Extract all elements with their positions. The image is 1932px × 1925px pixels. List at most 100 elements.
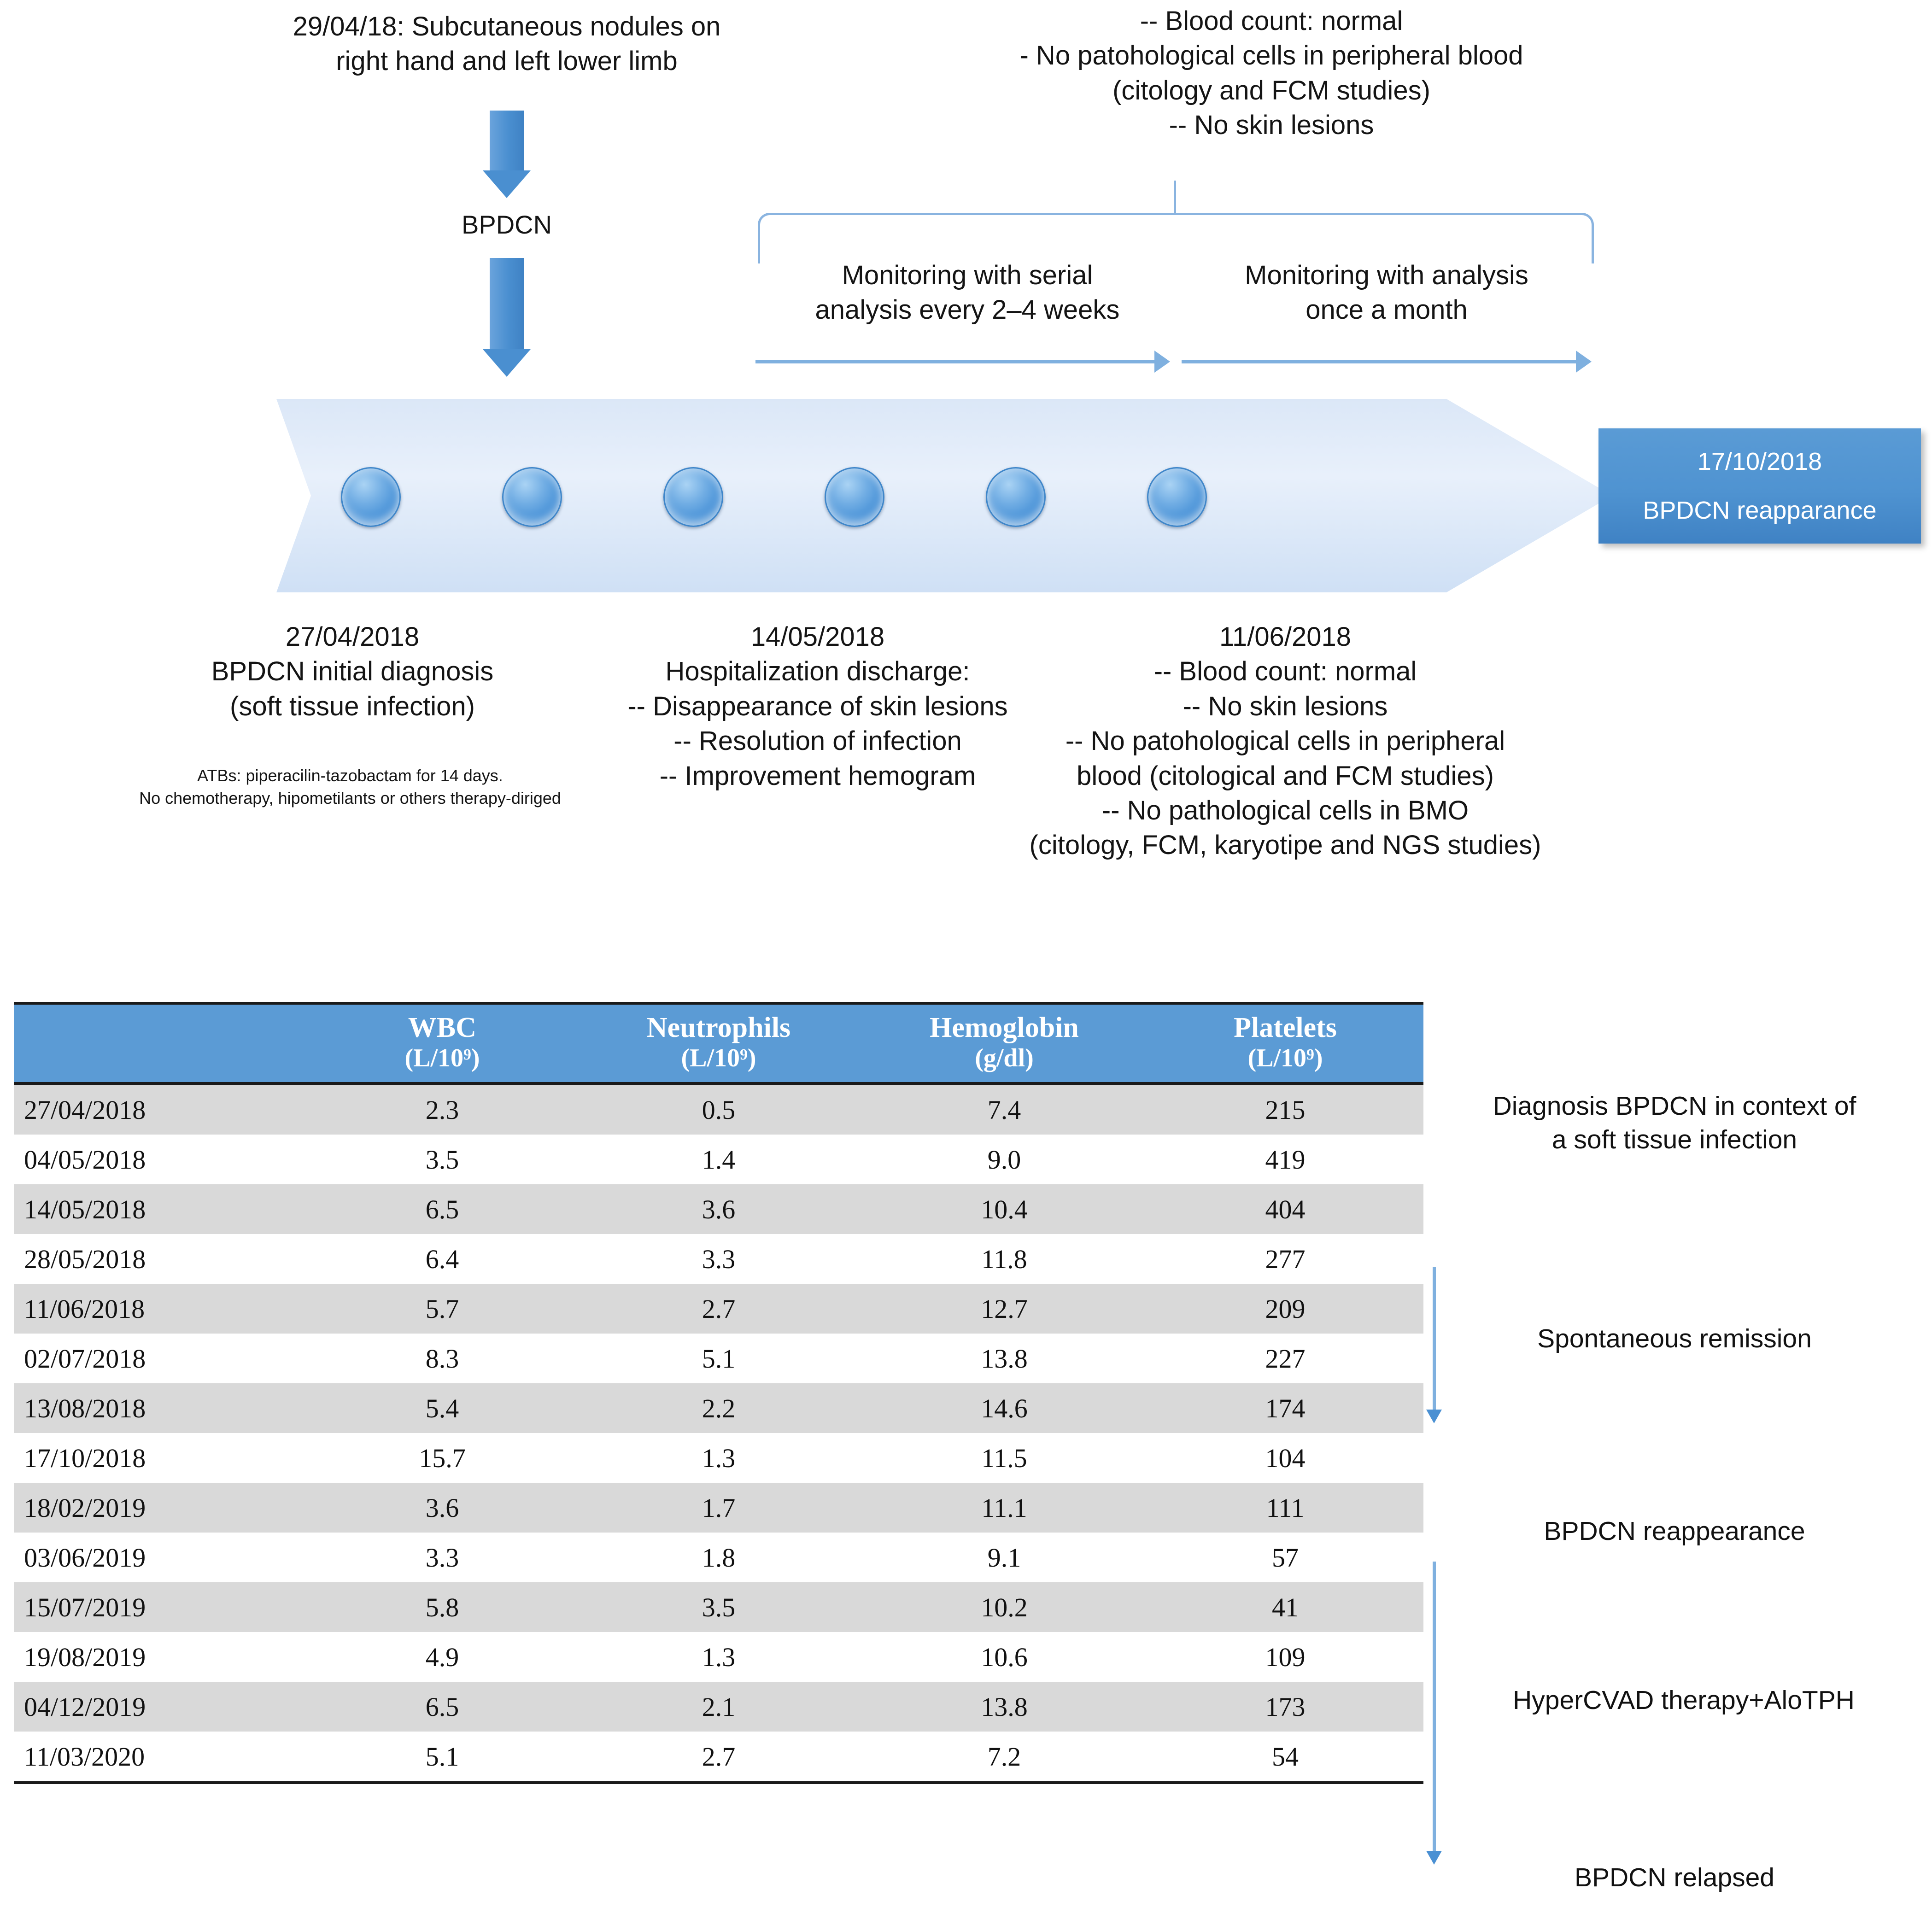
cell-platelets: 227 (1147, 1334, 1423, 1384)
cell-platelets: 209 (1147, 1284, 1423, 1334)
cell-wbc: 3.5 (309, 1135, 576, 1185)
table-header: WBC (L/10⁹) Neutrophils (L/10⁹) Hemoglob… (14, 1001, 1423, 1085)
initial-diagnosis-note: 27/04/2018 BPDCN initial diagnosis (soft… (211, 622, 494, 721)
col-hemoglobin: Hemoglobin (g/dl) (861, 1001, 1147, 1085)
col-platelets-name: Platelets (1234, 1012, 1337, 1043)
cell-date: 02/07/2018 (14, 1334, 309, 1384)
cell-date: 17/10/2018 (14, 1433, 309, 1483)
cell-neutrophils: 1.8 (576, 1533, 861, 1583)
arrow-tip (1426, 1851, 1442, 1865)
cell-neutrophils: 3.5 (576, 1582, 861, 1632)
arrow-line (1433, 1267, 1436, 1410)
cell-hemoglobin: 7.4 (861, 1083, 1147, 1135)
monitoring-monthly-label: Monitoring with analysis once a month (1245, 260, 1528, 325)
cell-wbc: 15.7 (309, 1433, 576, 1483)
cell-wbc: 6.5 (309, 1682, 576, 1732)
arrow-head (483, 349, 531, 377)
cell-platelets: 404 (1147, 1184, 1423, 1235)
cell-date: 27/04/2018 (14, 1083, 309, 1135)
cell-platelets: 54 (1147, 1732, 1423, 1785)
cell-neutrophils: 2.7 (576, 1732, 861, 1785)
col-hemoglobin-name: Hemoglobin (930, 1012, 1079, 1043)
bpdcn-reappearance-box: 17/10/2018 BPDCN reapparance (1598, 428, 1921, 544)
timeline-milestone-dot (825, 467, 884, 527)
cell-wbc: 6.4 (309, 1234, 576, 1284)
cell-hemoglobin: 13.8 (861, 1682, 1147, 1732)
cell-platelets: 109 (1147, 1632, 1423, 1682)
timeline-milestone-dot (1147, 467, 1207, 527)
cell-wbc: 5.4 (309, 1383, 576, 1434)
cell-hemoglobin: 14.6 (861, 1383, 1147, 1434)
cell-date: 18/02/2019 (14, 1483, 309, 1533)
arrow-line (1433, 1562, 1436, 1852)
cell-hemoglobin: 12.7 (861, 1284, 1147, 1334)
cell-hemoglobin: 9.1 (861, 1533, 1147, 1583)
col-platelets-unit: (L/10⁹) (1247, 1044, 1323, 1073)
timeline-milestone-dot (986, 467, 1046, 527)
cell-neutrophils: 2.2 (576, 1383, 861, 1434)
cell-neutrophils: 1.4 (576, 1135, 861, 1185)
cell-platelets: 111 (1147, 1483, 1423, 1533)
col-date (14, 1001, 309, 1085)
table-header-row: WBC (L/10⁹) Neutrophils (L/10⁹) Hemoglob… (14, 1001, 1423, 1085)
cell-date: 13/08/2018 (14, 1383, 309, 1434)
event-box-date: 17/10/2018 (1697, 448, 1822, 475)
cell-hemoglobin: 11.5 (861, 1433, 1147, 1483)
remission-span-arrow (1426, 1267, 1442, 1423)
cell-hemoglobin: 11.1 (861, 1483, 1147, 1533)
col-neutrophils-name: Neutrophils (646, 1012, 791, 1043)
arrow-shaft (490, 258, 524, 350)
cell-date: 28/05/2018 (14, 1234, 309, 1284)
col-neutrophils-unit: (L/10⁹) (681, 1044, 756, 1073)
cell-platelets: 174 (1147, 1383, 1423, 1434)
hospitalization-discharge-note: 14/05/2018 Hospitalization discharge: --… (627, 622, 1008, 791)
annotation-relapsed: BPDCN relapsed (1574, 1863, 1774, 1892)
arrow-tip (1426, 1410, 1442, 1423)
cell-date: 04/12/2019 (14, 1682, 309, 1732)
cell-neutrophils: 0.5 (576, 1083, 861, 1135)
arrow-head (483, 170, 531, 198)
cell-hemoglobin: 10.6 (861, 1632, 1147, 1682)
bpdcn-diagnosis-label: BPDCN (461, 210, 552, 239)
annotation-remission: Spontaneous remission (1537, 1324, 1812, 1353)
cell-platelets: 41 (1147, 1582, 1423, 1632)
cell-neutrophils: 2.1 (576, 1682, 861, 1732)
cell-hemoglobin: 7.2 (861, 1732, 1147, 1785)
diagnosis-down-arrow-bottom (461, 258, 553, 382)
cell-platelets: 104 (1147, 1433, 1423, 1483)
col-platelets: Platelets (L/10⁹) (1147, 1001, 1423, 1085)
event-box-label: BPDCN reapparance (1643, 497, 1877, 524)
cell-neutrophils: 1.3 (576, 1632, 861, 1682)
col-neutrophils: Neutrophils (L/10⁹) (576, 1001, 861, 1085)
col-wbc-name: WBC (408, 1012, 477, 1043)
arrow-tip (1576, 351, 1592, 373)
cell-hemoglobin: 10.4 (861, 1184, 1147, 1235)
cell-neutrophils: 1.7 (576, 1483, 861, 1533)
cell-hemoglobin: 11.8 (861, 1234, 1147, 1284)
cell-neutrophils: 3.3 (576, 1234, 861, 1284)
cell-date: 19/08/2019 (14, 1632, 309, 1682)
arrow-line (1182, 360, 1576, 363)
timeline-arrow (276, 399, 1612, 592)
arrow-tip (1154, 351, 1170, 373)
timeline-arrow-body (276, 399, 1612, 592)
cell-date: 14/05/2018 (14, 1184, 309, 1235)
cell-wbc: 6.5 (309, 1184, 576, 1235)
col-wbc: WBC (L/10⁹) (309, 1001, 576, 1085)
cell-neutrophils: 2.7 (576, 1284, 861, 1334)
cell-date: 11/03/2020 (14, 1732, 309, 1785)
subcutaneous-nodules-note: 29/04/18: Subcutaneous nodules on right … (293, 12, 721, 76)
cell-wbc: 8.3 (309, 1334, 576, 1384)
cell-wbc: 3.3 (309, 1533, 576, 1583)
cell-platelets: 277 (1147, 1234, 1423, 1284)
cell-hemoglobin: 9.0 (861, 1135, 1147, 1185)
